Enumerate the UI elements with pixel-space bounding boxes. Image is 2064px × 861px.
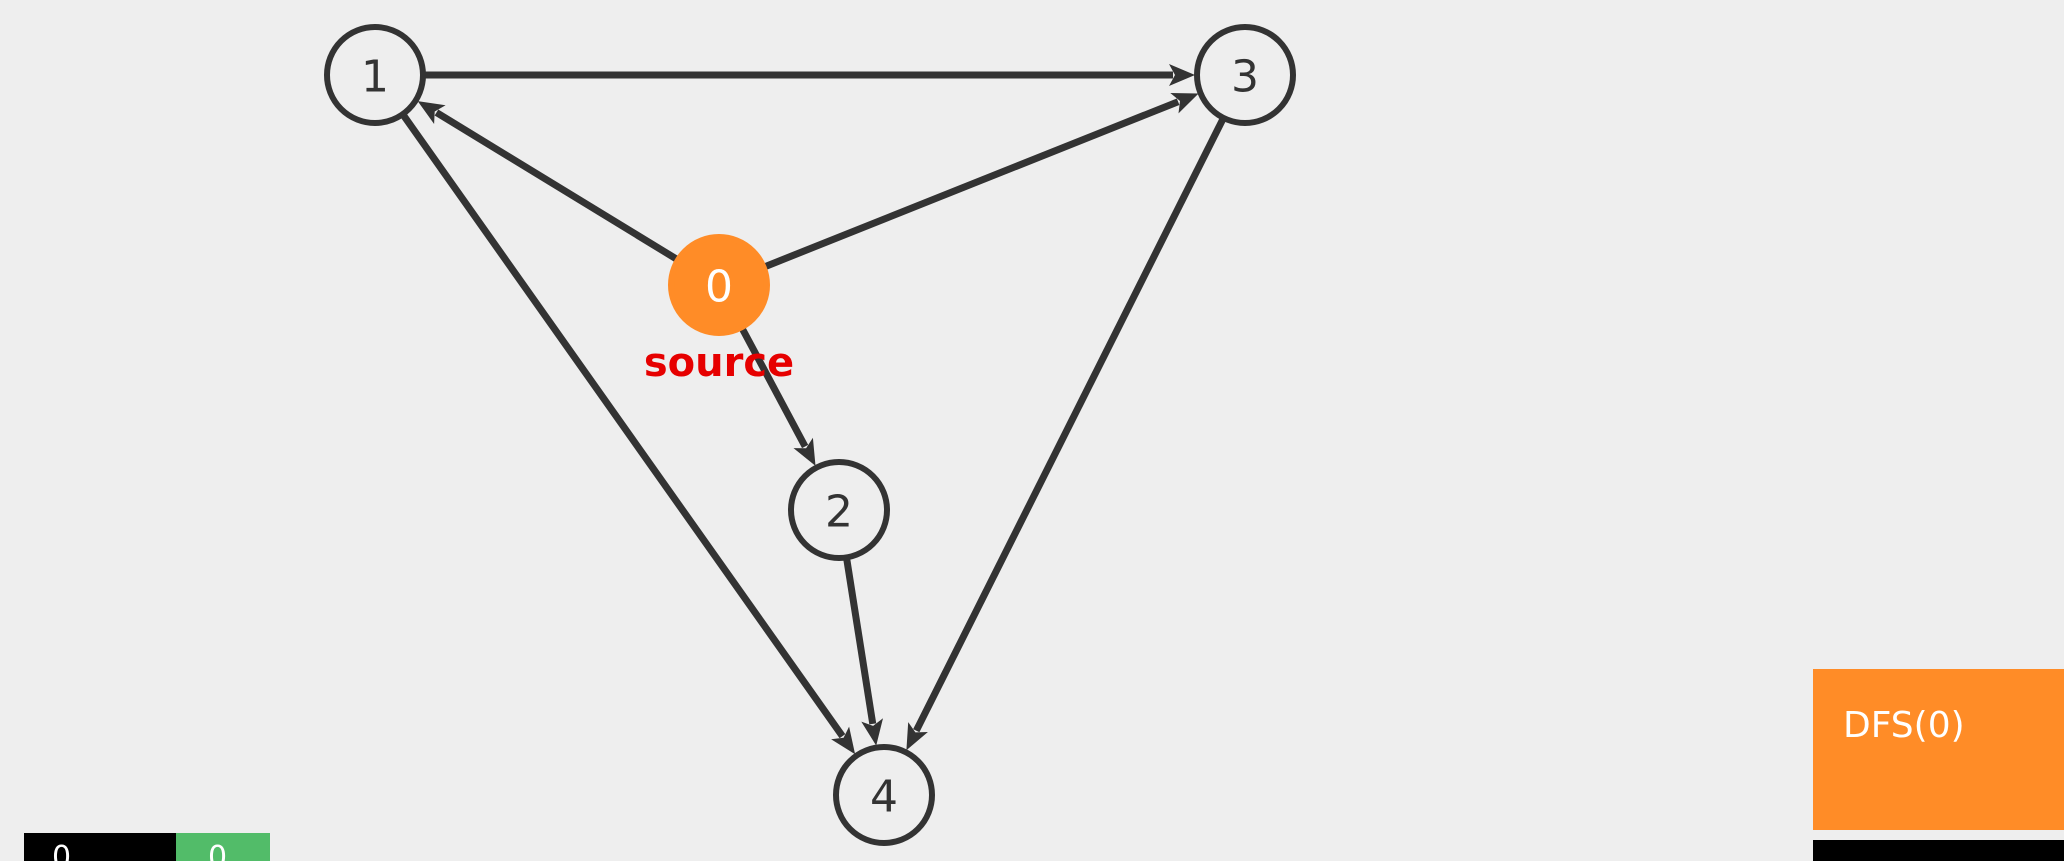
edge-arrowhead-2-4 [861, 718, 883, 746]
node-circle-4 [833, 744, 935, 846]
edge-arrowhead-1-4 [831, 726, 856, 755]
node-label-2: 2 [825, 487, 853, 538]
edge-arrowhead-3-4 [906, 722, 928, 751]
action-panel[interactable]: DFS(0) [1813, 669, 2064, 830]
action-label: DFS(0) [1843, 705, 1965, 746]
edges-layer [399, 64, 1227, 755]
legend-green-swatch: 0 [176, 833, 270, 861]
edge-arrowhead-1-3 [1169, 64, 1195, 86]
legend-black-swatch: 0 [24, 833, 176, 861]
node-label-3: 3 [1231, 52, 1259, 103]
edge-2-4 [843, 556, 877, 725]
graph-node-0[interactable]: 0 [668, 234, 770, 336]
status-bar [1813, 840, 2064, 861]
graph-node-3[interactable]: 3 [1194, 24, 1296, 126]
edge-arrowhead-0-1 [417, 101, 446, 124]
edge-0-1 [434, 109, 680, 263]
node-label-1: 1 [361, 52, 389, 103]
nodes-layer: 0 1 2 3 4 [324, 24, 1296, 846]
source-label: source [644, 340, 794, 386]
edge-arrowhead-0-3 [1170, 93, 1199, 114]
graph-node-4[interactable]: 4 [833, 744, 935, 846]
edge-1-4 [399, 112, 846, 739]
legend-green-text: 0 [208, 840, 228, 861]
node-label-0: 0 [705, 262, 733, 313]
edge-0-3 [762, 98, 1180, 271]
edge-0-2 [738, 325, 809, 449]
node-circle-1 [324, 24, 426, 126]
node-circle-0 [668, 234, 770, 336]
edge-3-4 [913, 116, 1227, 733]
graph-node-2[interactable]: 2 [788, 459, 890, 561]
graph-node-1[interactable]: 1 [324, 24, 426, 126]
node-circle-2 [788, 459, 890, 561]
node-circle-3 [1194, 24, 1296, 126]
edge-arrowhead-0-2 [793, 437, 816, 466]
legend-black-text: 0 [52, 840, 72, 861]
node-label-4: 4 [870, 772, 898, 823]
